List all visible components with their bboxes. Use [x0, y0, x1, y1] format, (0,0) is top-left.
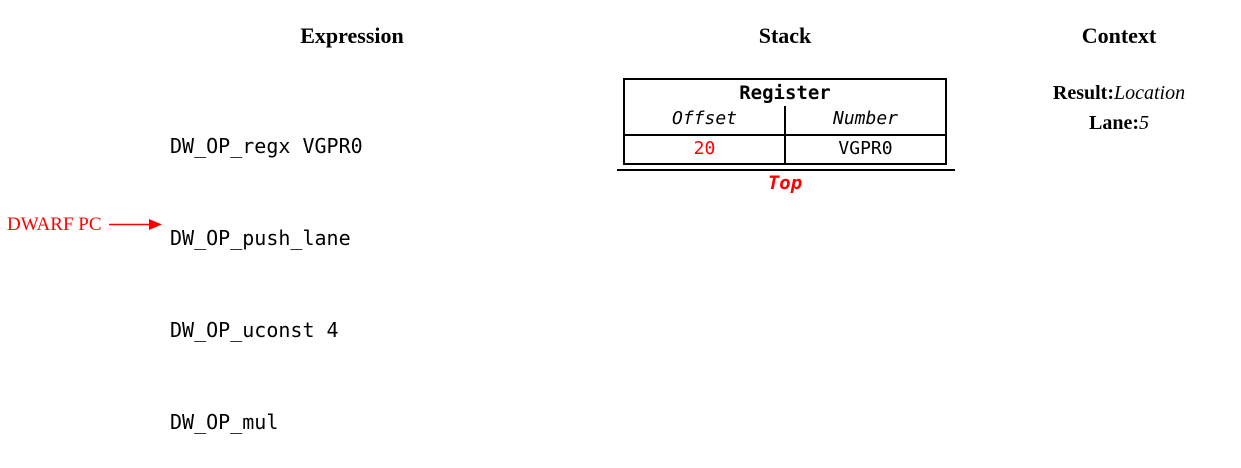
- stack-offset-value: 20: [693, 138, 716, 159]
- stack-table: Register Offset Number 20 VGPR0: [623, 78, 947, 165]
- stack-top-indicator-line: [617, 169, 955, 171]
- lane-value: 5: [1139, 112, 1149, 134]
- dwarf-pc-arrow-icon: [109, 219, 162, 230]
- expression-op: DW_OP_mul: [170, 409, 279, 434]
- context-lane-field: Lane:5: [1019, 108, 1219, 138]
- stack-number-value: VGPR0: [838, 138, 893, 159]
- expression-list: DW_OP_regx VGPR0 DW_OP_push_lane DW_OP_u…: [170, 70, 363, 468]
- context-column-title: Context: [1081, 23, 1157, 48]
- expression-column-title: Expression: [300, 23, 404, 48]
- stack-top-label: Top: [767, 172, 803, 194]
- expression-op: DW_OP_push_lane: [170, 225, 351, 250]
- expression-op: DW_OP_regx VGPR0: [170, 134, 363, 159]
- context-fields: Result:Location Lane:5: [1019, 78, 1219, 138]
- stack-number-header: Number: [832, 108, 899, 129]
- stack-entry-kind: Register: [739, 82, 831, 104]
- table-horizontal-divider: [625, 134, 945, 136]
- dwarf-pc-label: DWARF PC: [7, 214, 102, 235]
- result-value: Location: [1113, 82, 1186, 104]
- stack-column-title: Stack: [758, 23, 812, 48]
- lane-label: Lane:: [1089, 112, 1139, 134]
- stack-offset-header: Offset: [671, 108, 738, 129]
- result-label: Result:: [1052, 82, 1114, 104]
- context-result-field: Result:Location: [1019, 78, 1219, 108]
- expression-op: DW_OP_uconst 4: [170, 317, 339, 342]
- stack-table-grid: Offset Number 20 VGPR0: [625, 106, 945, 163]
